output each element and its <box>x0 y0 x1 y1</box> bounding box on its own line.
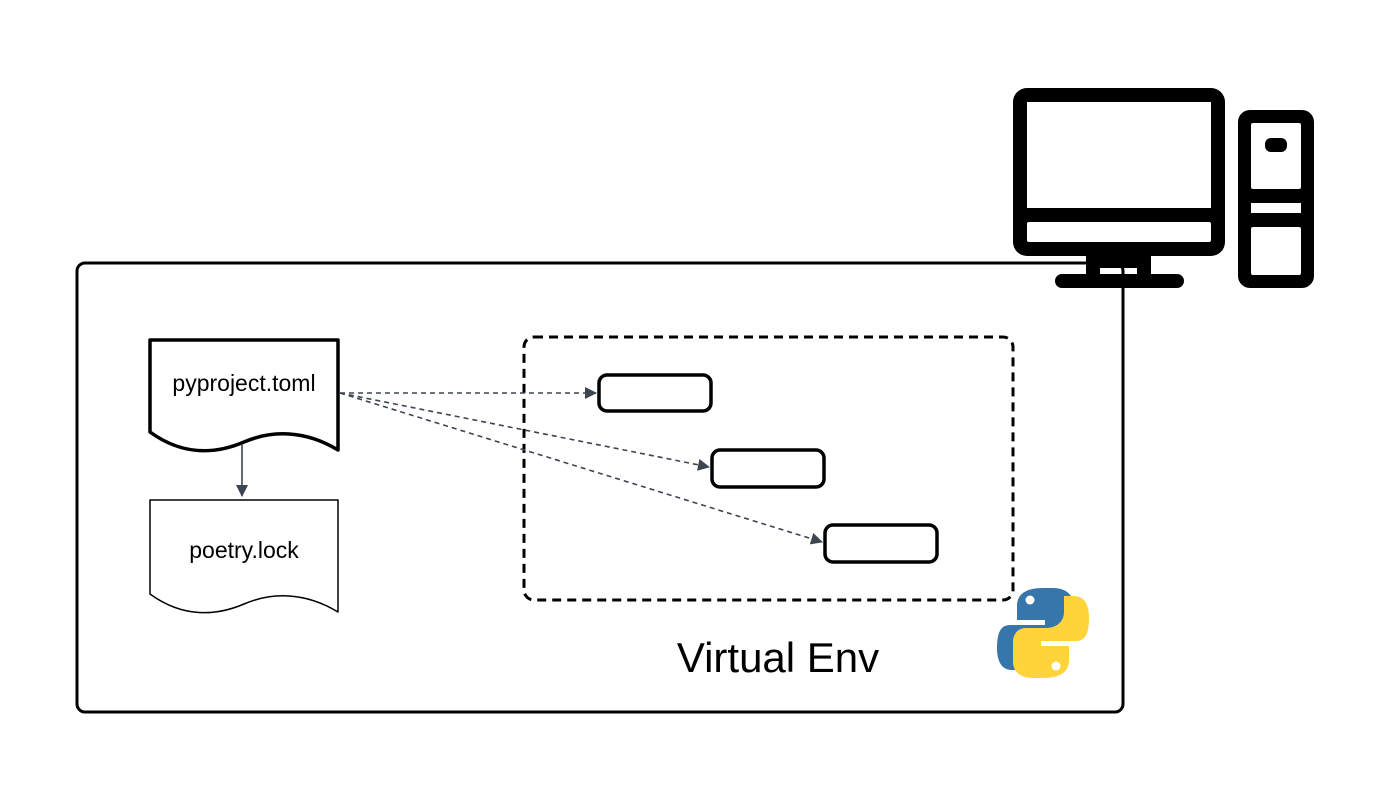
pyproject-toml-label: pyproject.toml <box>172 370 315 396</box>
package-box <box>710 448 826 489</box>
poetry-lock-document: poetry.lock <box>149 499 339 614</box>
virtual-env-box <box>522 335 1015 602</box>
poetry-lock-label: poetry.lock <box>189 537 299 563</box>
package-box <box>597 373 713 413</box>
package-box <box>823 523 939 564</box>
dependency-arrow <box>339 392 823 545</box>
virtual-env-label: Virtual Env <box>677 634 879 681</box>
desktop-computer-icon <box>1013 88 1314 288</box>
pyproject-toml-document: pyproject.toml <box>148 338 340 453</box>
python-logo-icon <box>997 588 1089 678</box>
machine-box <box>75 261 1125 714</box>
